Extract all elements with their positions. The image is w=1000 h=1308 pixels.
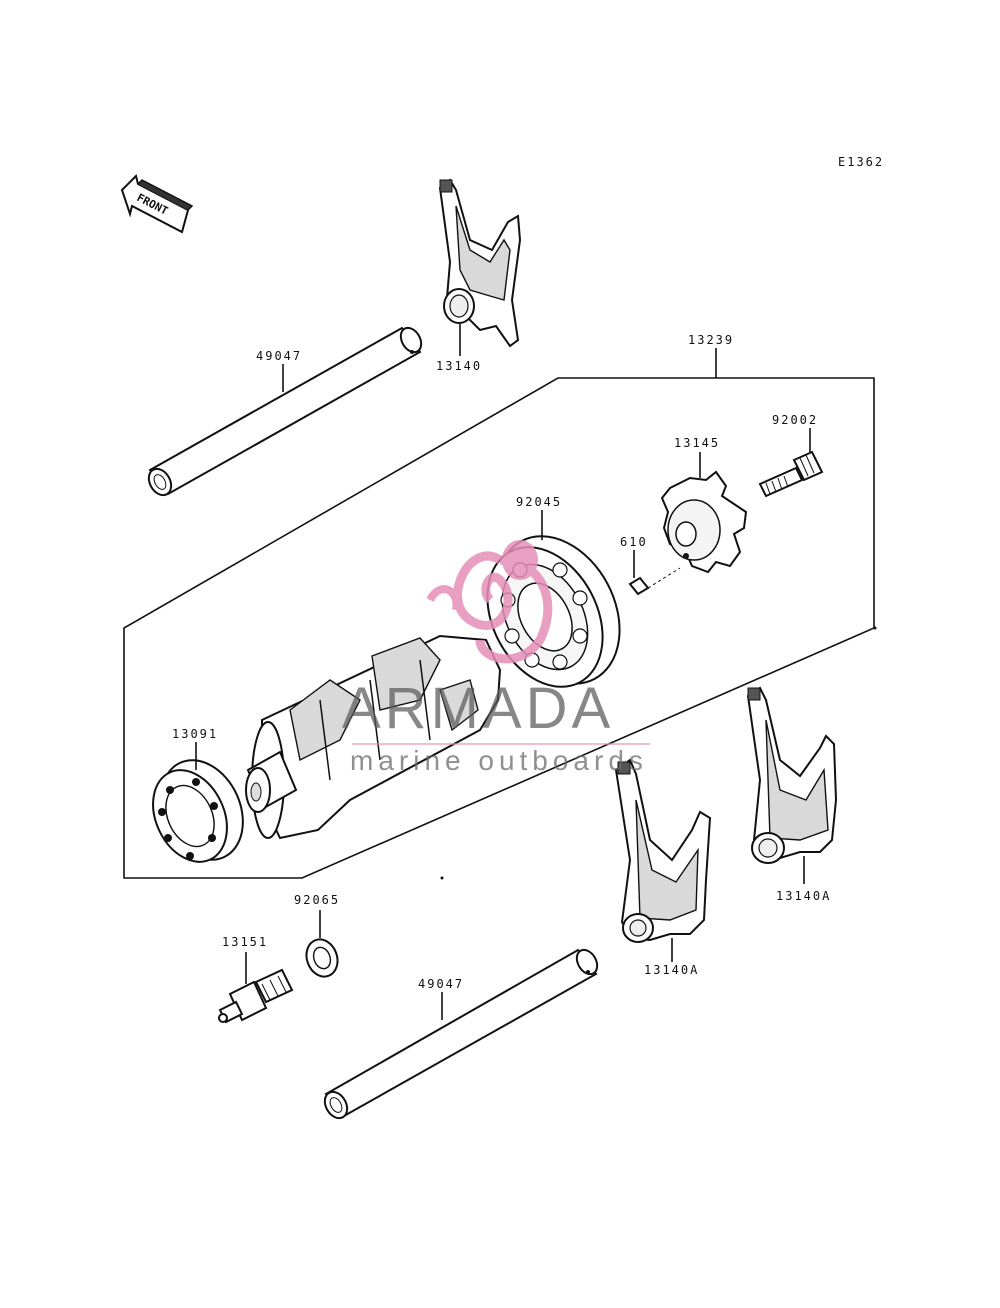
shift-drum xyxy=(245,634,502,840)
washer-92065 xyxy=(305,938,339,978)
part-label: 13239 xyxy=(688,333,734,347)
front-arrow-icon: FRONT xyxy=(120,174,194,234)
pin-610 xyxy=(628,567,681,596)
part-label: 610 xyxy=(620,535,648,549)
diagram-code: E1362 xyxy=(838,155,884,169)
part-label: 92065 xyxy=(294,893,340,907)
shift-fork-upper xyxy=(438,178,522,348)
part-label: 13145 xyxy=(674,436,720,450)
part-label: 49047 xyxy=(256,349,302,363)
watermark: ARMADA marine outboards xyxy=(342,540,650,776)
neutral-switch-13151 xyxy=(218,968,294,1024)
part-label: 13151 xyxy=(222,935,268,949)
part-label: 13091 xyxy=(172,727,218,741)
part-label: 13140 xyxy=(436,359,482,373)
watermark-title: ARMADA xyxy=(342,676,614,741)
bolt-92002 xyxy=(758,450,824,498)
shift-fork-middle xyxy=(614,758,712,943)
part-label: 13140A xyxy=(776,889,831,903)
assembly-bracket xyxy=(123,377,875,879)
part-label: 92002 xyxy=(772,413,818,427)
shift-fork-right xyxy=(746,686,838,864)
shift-rod-upper xyxy=(147,326,423,497)
shift-rod-lower xyxy=(323,948,599,1120)
watermark-logo-icon xyxy=(426,540,553,664)
part-label: 92045 xyxy=(516,495,562,509)
part-label: 13140A xyxy=(644,963,699,977)
part-label: 49047 xyxy=(418,977,464,991)
shift-drum-cam-13145 xyxy=(660,470,748,574)
watermark-subtitle: marine outboards xyxy=(350,745,648,776)
bearing-13091 xyxy=(152,759,244,863)
